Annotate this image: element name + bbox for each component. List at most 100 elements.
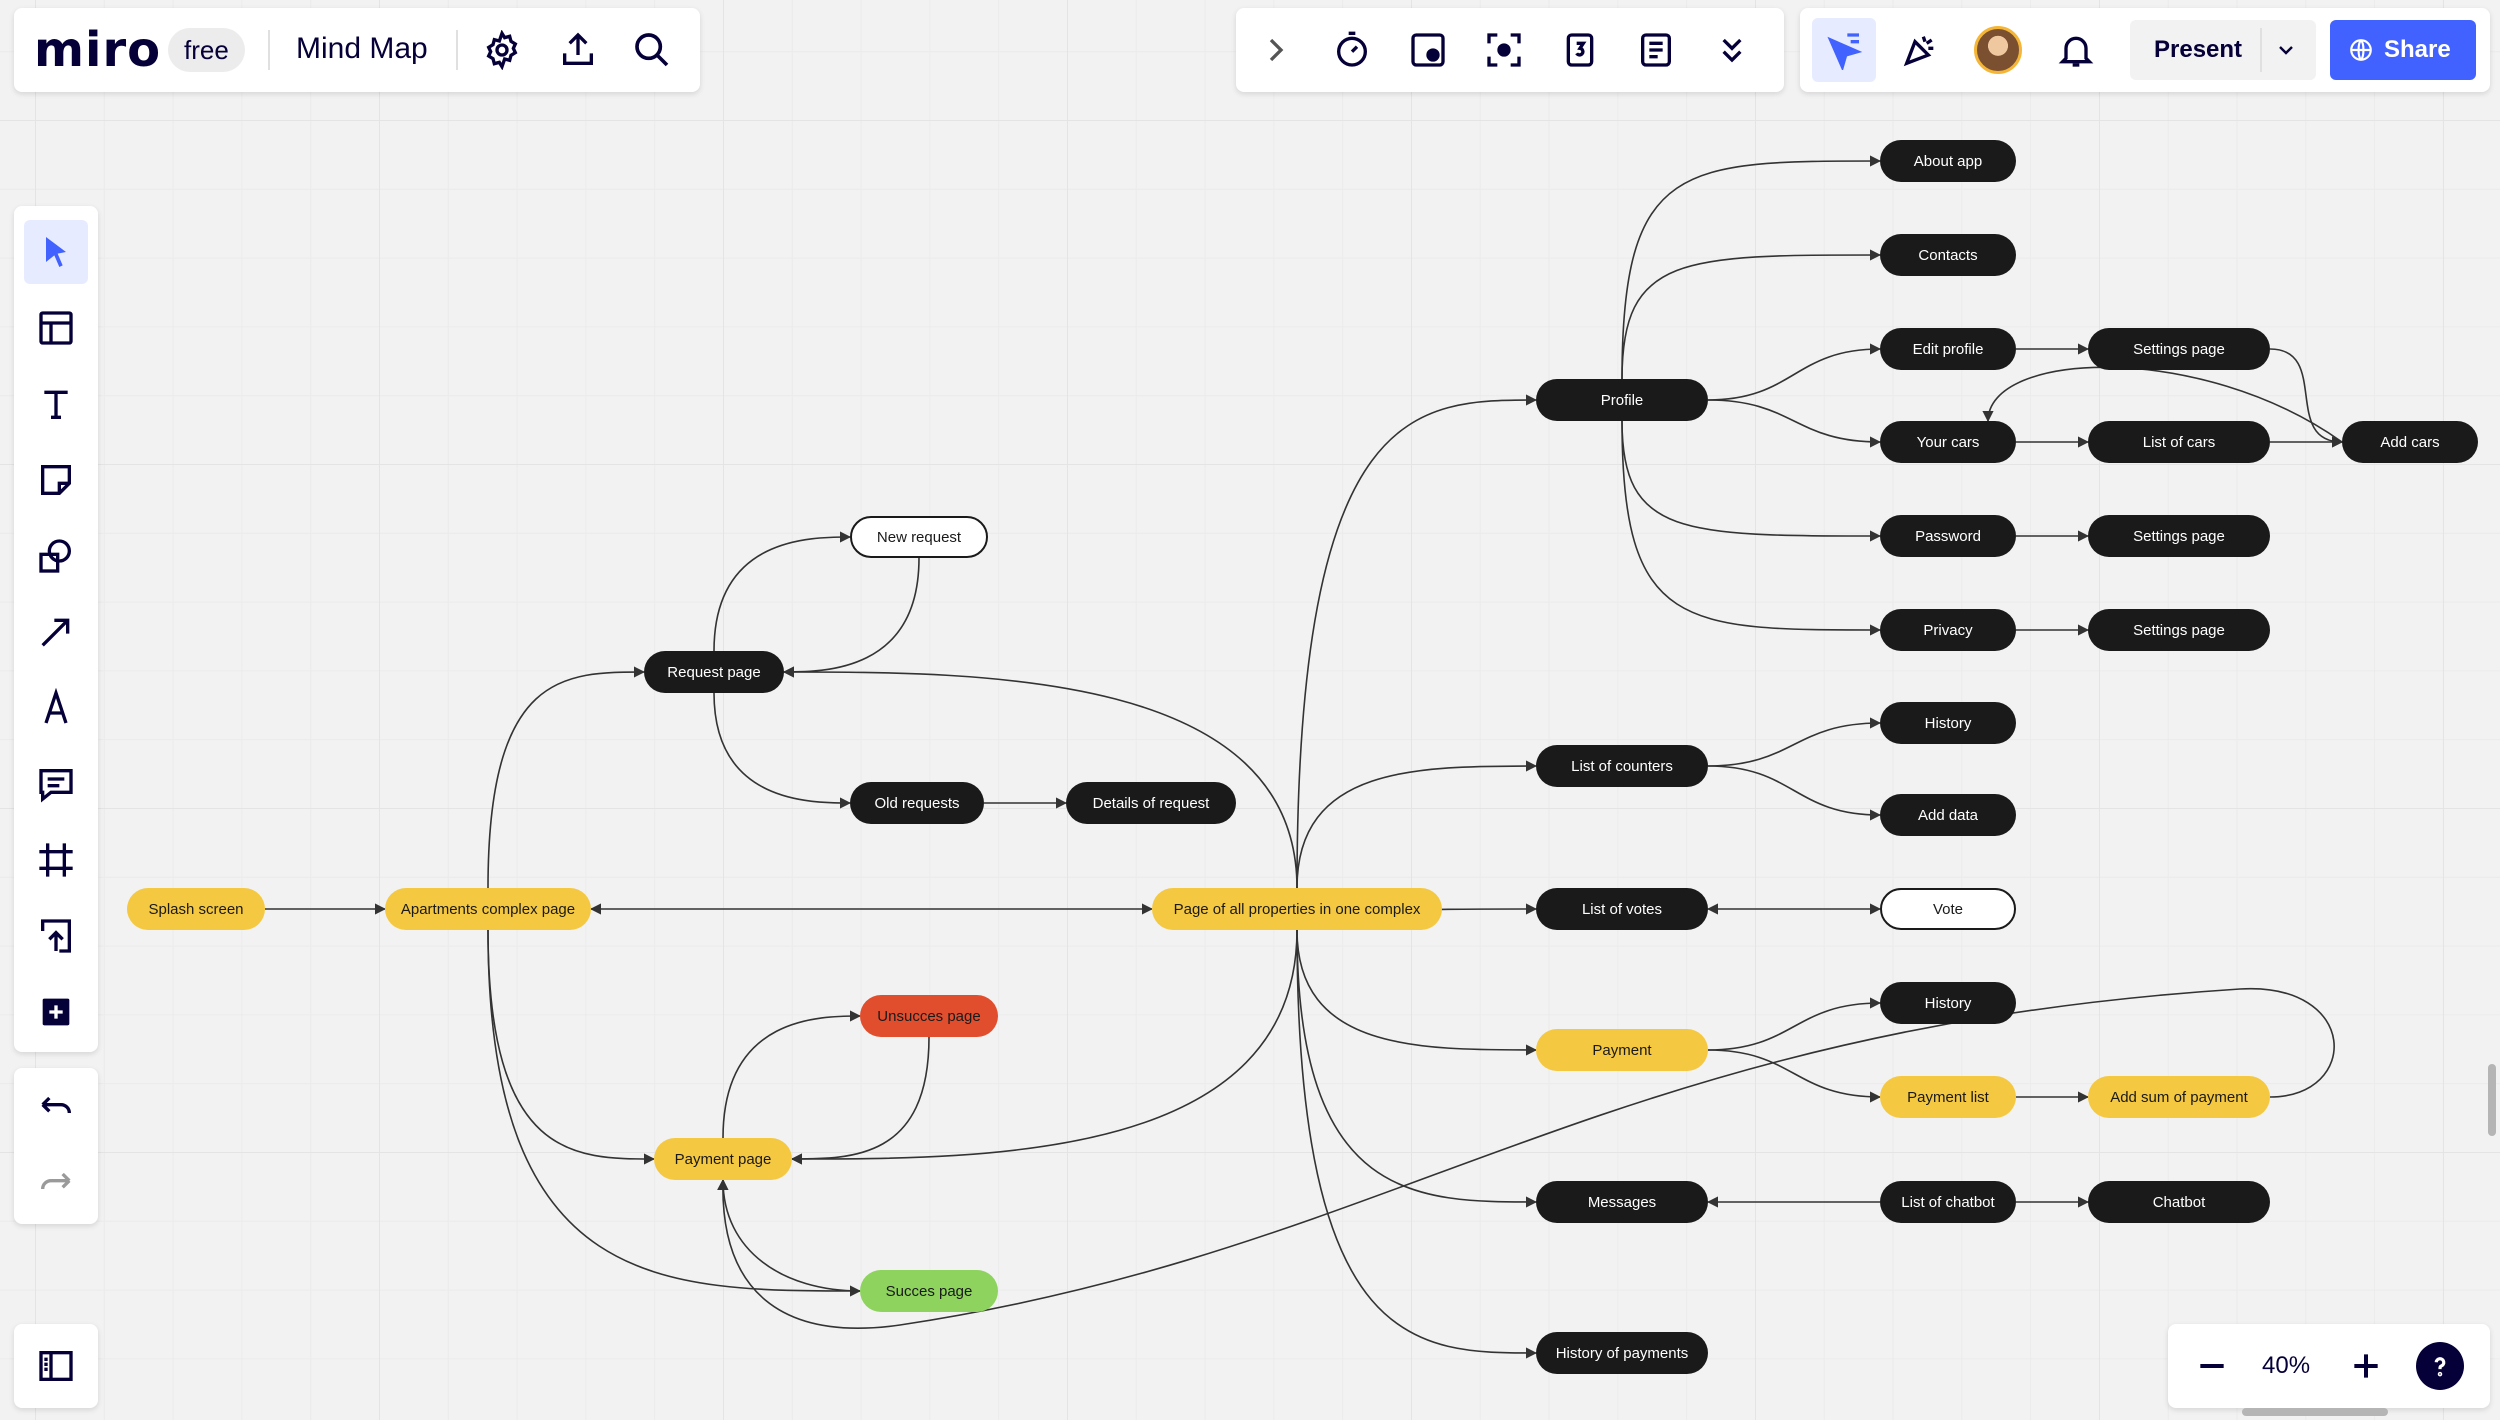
mindmap-node-adddata[interactable]: Add data bbox=[1880, 794, 2016, 836]
sticky-note-tool[interactable] bbox=[24, 448, 88, 512]
mindmap-node-listcars[interactable]: List of cars bbox=[2088, 421, 2270, 463]
search-button[interactable] bbox=[620, 18, 684, 82]
connector-pageall-payment[interactable] bbox=[1296, 929, 1538, 1056]
notes-button[interactable] bbox=[1624, 18, 1688, 82]
connector-settings1-addcars[interactable] bbox=[2269, 348, 2344, 448]
connection-line-tool[interactable] bbox=[24, 600, 88, 664]
connector-pageall-profile[interactable] bbox=[1296, 394, 1538, 889]
mindmap-node-details[interactable]: Details of request bbox=[1066, 782, 1236, 824]
connector-pageall-histpay[interactable] bbox=[1296, 929, 1538, 1359]
expand-toolbar-button[interactable] bbox=[1244, 18, 1308, 82]
connector-profile-editprof[interactable] bbox=[1707, 343, 1882, 401]
settings-button[interactable] bbox=[470, 18, 534, 82]
mindmap-node-vote[interactable]: Vote bbox=[1880, 888, 2016, 930]
mindmap-node-chatbotlist[interactable]: List of chatbot bbox=[1880, 1181, 2016, 1223]
mindmap-node-req[interactable]: Request page bbox=[644, 651, 784, 693]
connector-apt-succ[interactable] bbox=[487, 929, 862, 1297]
connector-apt-payment_page[interactable] bbox=[487, 929, 656, 1165]
mindmap-node-chatbot[interactable]: Chatbot bbox=[2088, 1181, 2270, 1223]
mindmap-node-privacy[interactable]: Privacy bbox=[1880, 609, 2016, 651]
reactions-button[interactable] bbox=[1888, 18, 1952, 82]
mindmap-node-about[interactable]: About app bbox=[1880, 140, 2016, 182]
board-title[interactable]: Mind Map bbox=[296, 32, 428, 65]
miro-logo[interactable]: miro bbox=[34, 22, 162, 78]
attention-button[interactable] bbox=[1472, 18, 1536, 82]
mindmap-node-splash[interactable]: Splash screen bbox=[127, 888, 265, 930]
redo-button[interactable] bbox=[24, 1152, 88, 1216]
shapes-tool[interactable] bbox=[24, 524, 88, 588]
connector-counters-adddata[interactable] bbox=[1707, 765, 1882, 821]
connector-pageall-req[interactable] bbox=[782, 666, 1298, 889]
connector-payment-history2[interactable] bbox=[1707, 997, 1882, 1051]
plan-badge[interactable]: free bbox=[168, 28, 245, 72]
connector-pageall-counters[interactable] bbox=[1296, 760, 1538, 889]
mindmap-node-apt[interactable]: Apartments complex page bbox=[385, 888, 591, 930]
mindmap-node-settings1[interactable]: Settings page bbox=[2088, 328, 2270, 370]
connector-profile-password[interactable] bbox=[1621, 420, 1882, 542]
user-avatar[interactable] bbox=[1974, 26, 2022, 74]
comment-tool[interactable] bbox=[24, 752, 88, 816]
mindmap-node-newreq[interactable]: New request bbox=[850, 516, 988, 558]
connector-profile-yourcars[interactable] bbox=[1707, 399, 1882, 448]
mindmap-node-addcars[interactable]: Add cars bbox=[2342, 421, 2478, 463]
timer-button[interactable] bbox=[1320, 18, 1384, 82]
templates-tool[interactable] bbox=[24, 296, 88, 360]
voting-button[interactable] bbox=[1396, 18, 1460, 82]
mindmap-node-password[interactable]: Password bbox=[1880, 515, 2016, 557]
frame-tool[interactable] bbox=[24, 828, 88, 892]
mindmap-node-votes[interactable]: List of votes bbox=[1536, 888, 1708, 930]
share-button[interactable]: Share bbox=[2330, 20, 2476, 80]
select-tool[interactable] bbox=[24, 220, 88, 284]
connector-payment_page-unsucc[interactable] bbox=[790, 1036, 930, 1165]
help-button[interactable] bbox=[2416, 1342, 2464, 1390]
mindmap-node-succ[interactable]: Succes page bbox=[860, 1270, 998, 1312]
connector-apt-req[interactable] bbox=[487, 666, 646, 889]
mindmap-node-history2[interactable]: History bbox=[1880, 982, 2016, 1024]
chevron-down-icon[interactable] bbox=[2274, 38, 2298, 62]
sidebar-toggle-button[interactable] bbox=[24, 1334, 88, 1398]
more-apps-tool[interactable] bbox=[24, 980, 88, 1044]
mindmap-node-addsum[interactable]: Add sum of payment bbox=[2088, 1076, 2270, 1118]
countdown-button[interactable] bbox=[1548, 18, 1612, 82]
zoom-out-button[interactable] bbox=[2180, 1334, 2244, 1398]
mindmap-node-settings2[interactable]: Settings page bbox=[2088, 515, 2270, 557]
connector-counters-history1[interactable] bbox=[1707, 717, 1882, 767]
mindmap-node-payment_page[interactable]: Payment page bbox=[654, 1138, 792, 1180]
mindmap-node-counters[interactable]: List of counters bbox=[1536, 745, 1708, 787]
connector-profile-privacy[interactable] bbox=[1621, 420, 1882, 636]
mindmap-node-histpay[interactable]: History of payments bbox=[1536, 1332, 1708, 1374]
mindmap-node-payment[interactable]: Payment bbox=[1536, 1029, 1708, 1071]
mindmap-node-settings3[interactable]: Settings page bbox=[2088, 609, 2270, 651]
present-button[interactable]: Present bbox=[2130, 20, 2316, 80]
mindmap-node-pageall[interactable]: Page of all properties in one complex bbox=[1152, 888, 1442, 930]
connector-newreq-req[interactable] bbox=[782, 557, 920, 678]
mindmap-node-editprof[interactable]: Edit profile bbox=[1880, 328, 2016, 370]
connector-req-oldreq[interactable] bbox=[713, 692, 852, 809]
mindmap-node-unsucc[interactable]: Unsucces page bbox=[860, 995, 998, 1037]
undo-button[interactable] bbox=[24, 1076, 88, 1140]
connector-profile-about[interactable] bbox=[1621, 155, 1882, 380]
zoom-level[interactable]: 40% bbox=[2262, 1352, 2311, 1379]
mindmap-node-yourcars[interactable]: Your cars bbox=[1880, 421, 2016, 463]
more-tools-button[interactable] bbox=[1700, 18, 1764, 82]
upload-tool[interactable] bbox=[24, 904, 88, 968]
connector-profile-contacts[interactable] bbox=[1621, 249, 1882, 380]
mindmap-node-contacts[interactable]: Contacts bbox=[1880, 234, 2016, 276]
connector-pageall-messages[interactable] bbox=[1296, 929, 1538, 1208]
cursor-follow-button[interactable] bbox=[1812, 18, 1876, 82]
connector-req-newreq[interactable] bbox=[713, 531, 852, 652]
mindmap-node-profile[interactable]: Profile bbox=[1536, 379, 1708, 421]
connector-addsum-payment_page[interactable] bbox=[717, 988, 2335, 1329]
connector-payment-paylist[interactable] bbox=[1707, 1049, 1882, 1103]
connector-pageall-payment_page[interactable] bbox=[790, 929, 1298, 1165]
connector-succ-payment_page[interactable] bbox=[717, 1178, 861, 1292]
connector-payment_page-unsucc[interactable] bbox=[722, 1010, 862, 1139]
export-button[interactable] bbox=[546, 18, 610, 82]
mindmap-node-messages[interactable]: Messages bbox=[1536, 1181, 1708, 1223]
mindmap-node-oldreq[interactable]: Old requests bbox=[850, 782, 984, 824]
pen-tool[interactable] bbox=[24, 676, 88, 740]
vertical-scrollbar[interactable] bbox=[2488, 1064, 2496, 1136]
mindmap-node-history1[interactable]: History bbox=[1880, 702, 2016, 744]
mindmap-node-paylist[interactable]: Payment list bbox=[1880, 1076, 2016, 1118]
